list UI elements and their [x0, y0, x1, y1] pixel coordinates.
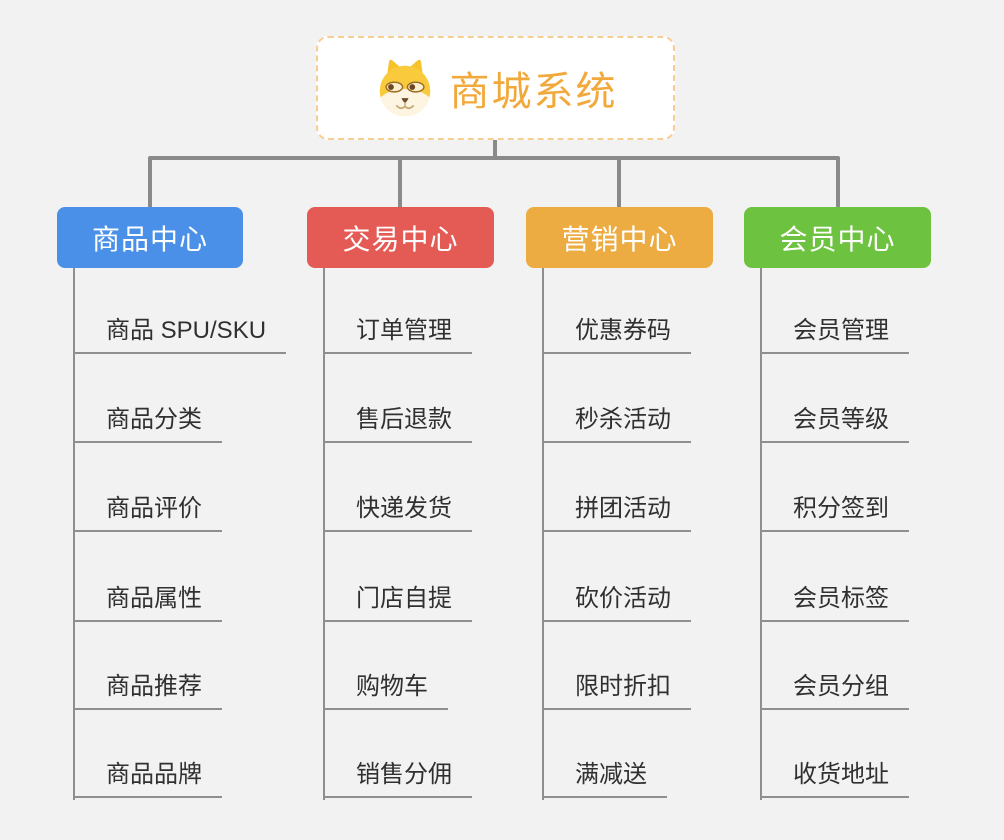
leaf-node-group-buy[interactable]: 拼团活动: [542, 494, 691, 532]
leaf-node-product-recommend[interactable]: 商品推荐: [73, 672, 222, 710]
leaf-node-member-tag[interactable]: 会员标签: [760, 584, 909, 622]
connector-spine-trade: [323, 268, 325, 800]
connector-spine-marketing: [542, 268, 544, 800]
leaf-node-points-checkin[interactable]: 积分签到: [760, 494, 909, 532]
branch-node-trade-center[interactable]: 交易中心: [307, 207, 494, 268]
connector-spine-product: [73, 268, 75, 800]
connector-stem: [493, 140, 497, 157]
leaf-node-aftersale-refund[interactable]: 售后退款: [323, 405, 472, 443]
leaf-node-express-shipping[interactable]: 快递发货: [323, 494, 472, 532]
leaf-node-product-attribute[interactable]: 商品属性: [73, 584, 222, 622]
leaf-node-product-review[interactable]: 商品评价: [73, 494, 222, 532]
connector-drop-product: [148, 158, 152, 208]
leaf-node-member-management[interactable]: 会员管理: [760, 316, 909, 354]
branch-node-marketing-center[interactable]: 营销中心: [526, 207, 713, 268]
root-node-mall-system[interactable]: 商城系统: [316, 36, 675, 140]
leaf-node-product-brand[interactable]: 商品品牌: [73, 760, 222, 798]
leaf-node-coupon-code[interactable]: 优惠券码: [542, 316, 691, 354]
leaf-node-time-discount[interactable]: 限时折扣: [542, 672, 691, 710]
dog-face-icon: [379, 59, 430, 117]
leaf-node-flash-sale[interactable]: 秒杀活动: [542, 405, 691, 443]
leaf-node-shipping-address[interactable]: 收货地址: [760, 760, 909, 798]
root-title: 商城系统: [449, 70, 618, 114]
leaf-node-product-spu-sku[interactable]: 商品 SPU/SKU: [73, 316, 287, 354]
connector-bus: [148, 156, 840, 160]
branch-node-product-center[interactable]: 商品中心: [57, 207, 243, 268]
connector-spine-member: [760, 268, 762, 800]
leaf-node-store-pickup[interactable]: 门店自提: [323, 584, 472, 622]
connector-drop-member: [836, 158, 840, 208]
leaf-node-bargain[interactable]: 砍价活动: [542, 584, 691, 622]
leaf-node-product-category[interactable]: 商品分类: [73, 405, 222, 443]
connector-drop-trade: [398, 158, 402, 208]
leaf-node-member-level[interactable]: 会员等级: [760, 405, 909, 443]
leaf-node-shopping-cart[interactable]: 购物车: [323, 672, 448, 710]
leaf-node-order-management[interactable]: 订单管理: [323, 316, 472, 354]
branch-node-member-center[interactable]: 会员中心: [744, 207, 931, 268]
connector-drop-marketing: [617, 158, 621, 208]
leaf-node-member-group[interactable]: 会员分组: [760, 672, 909, 710]
leaf-node-full-reduction[interactable]: 满减送: [542, 760, 667, 798]
leaf-node-sales-commission[interactable]: 销售分佣: [323, 760, 472, 798]
